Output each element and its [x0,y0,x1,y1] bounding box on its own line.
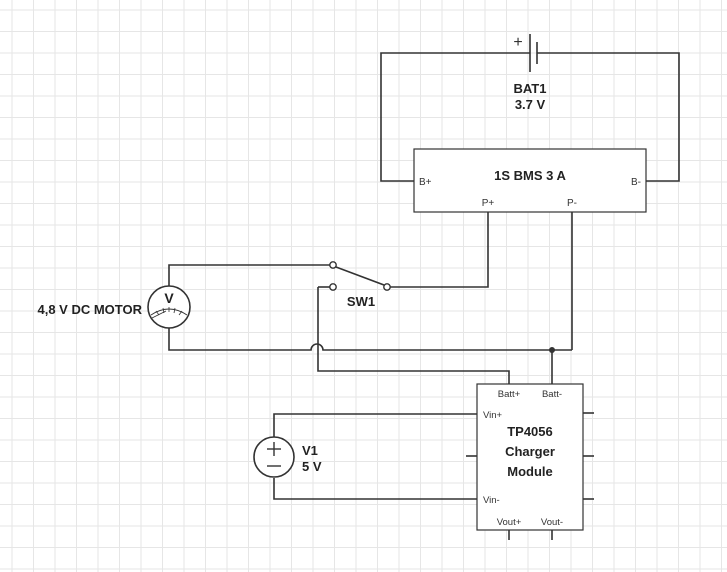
bms-module: 1S BMS 3 A B+ B- P+ P- [413,148,647,213]
wire-vin-minus [273,478,477,500]
bms-box [413,148,647,213]
bms-pin-p-minus: P- [567,198,577,209]
switch-name: SW1 [347,294,375,309]
switch-sw1: SW1 [318,261,391,309]
bms-pin-p-plus: P+ [482,198,495,209]
wire-pplus [387,212,489,288]
switch-terminal-top [329,261,337,269]
charger-pin-batt-plus: Batt+ [498,389,521,400]
wire-batt-plus [317,287,510,384]
bms-pin-b-plus: B+ [419,177,432,188]
charger-pin-batt-minus: Batt- [542,389,562,400]
wire-bat-left [380,52,530,182]
charger-title-3: Module [507,464,553,479]
junction-dot [549,347,555,353]
source-name: V1 [302,443,318,458]
charger-title-1: TP4056 [507,424,553,439]
wire-motor-top [168,264,330,288]
motor: V 4,8 V DC MOTOR [37,285,191,329]
bms-title: 1S BMS 3 A [494,168,566,183]
dc-source-icon [253,436,295,478]
charger-title-2: Charger [505,444,555,459]
wire-bat-right [537,52,680,182]
wires [168,52,680,500]
motor-label: 4,8 V DC MOTOR [37,302,142,317]
battery-plus-sign: + [513,34,522,51]
wire-motor-bottom [168,326,572,351]
bms-pin-b-minus: B- [631,177,641,188]
voltage-source-v1: V1 5 V [253,436,322,478]
battery-bat1: + BAT1 3.7 V [513,34,546,112]
charger-pin-vin-plus: Vin+ [483,410,503,421]
switch-terminal-common [383,283,391,291]
charger-pin-vout-plus: Vout+ [497,517,522,528]
switch-lever [335,266,385,286]
charger-pin-vin-minus: Vin- [483,495,500,506]
wire-vin-plus [273,413,477,437]
source-voltage: 5 V [302,459,322,474]
battery-name: BAT1 [514,81,547,96]
battery-voltage: 3.7 V [515,97,546,112]
charger-module: TP4056 Charger Module Batt+ Batt- Vin+ V… [466,383,594,540]
charger-pin-vout-minus: Vout- [541,517,563,528]
meter-needle [151,310,167,319]
meter-symbol: V [164,290,174,306]
charger-box [476,383,584,531]
switch-terminal-bottom [329,283,337,291]
